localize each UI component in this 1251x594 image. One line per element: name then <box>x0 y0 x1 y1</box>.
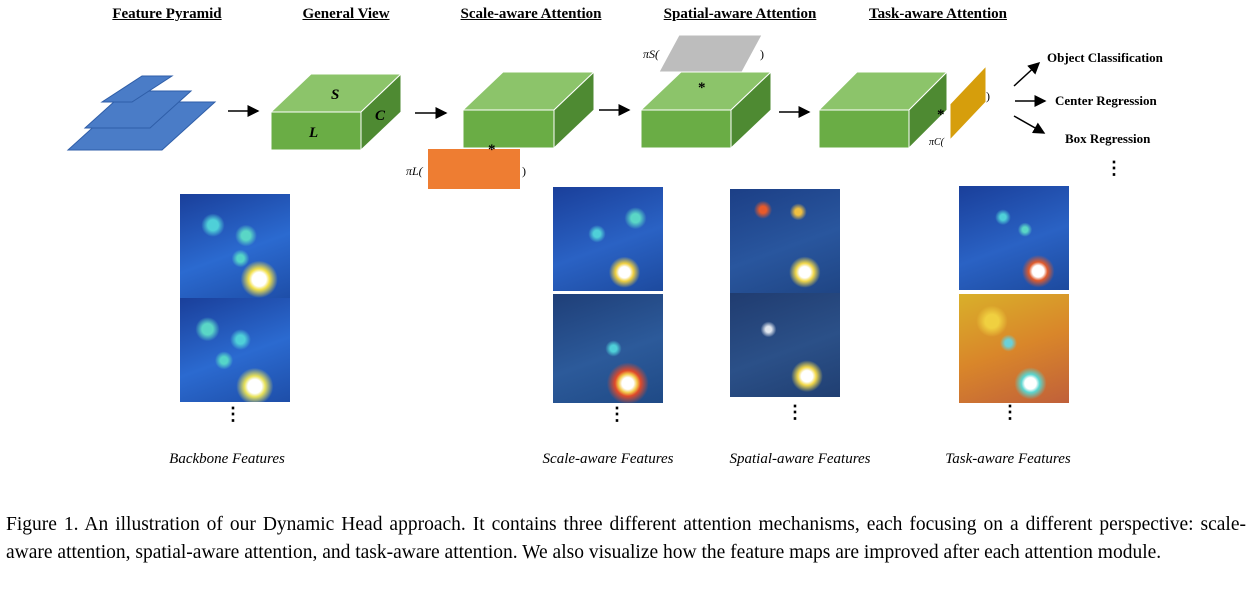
task-aware-cube <box>817 70 949 150</box>
scale-attention-block <box>428 149 520 189</box>
output-box-regression: Box Regression <box>1065 131 1151 146</box>
heading-task-aware-attention: Task-aware Attention <box>869 6 1007 22</box>
spatial-more-dots: ⋮ <box>786 402 804 422</box>
caption-scale-aware-features: Scale-aware Features <box>542 451 674 467</box>
output-center-regression: Center Regression <box>1055 93 1157 108</box>
heading-spatial-aware-attention: Spatial-aware Attention <box>663 6 817 22</box>
pi-s-label: πS( <box>643 47 660 61</box>
heading-scale-aware-attention: Scale-aware Attention <box>460 6 602 22</box>
task-feature-map-1 <box>959 186 1069 290</box>
task-more-dots: ⋮ <box>1001 402 1019 422</box>
task-attention-star: * <box>937 107 945 123</box>
pi-c-close-paren: ) <box>986 89 990 103</box>
feature-pyramid-graphic <box>66 75 217 151</box>
scale-more-dots: ⋮ <box>608 404 626 424</box>
spatial-attention-plane <box>658 34 763 73</box>
output-object-classification: Object Classification <box>1047 50 1163 65</box>
task-attention-plane <box>949 64 987 142</box>
heading-general-view: General View <box>302 6 390 22</box>
cube-label-s: S <box>331 87 339 103</box>
spatial-attention-star: * <box>698 80 706 96</box>
backbone-feature-map-2 <box>180 298 290 402</box>
output-more-dots: ⋮ <box>1105 158 1123 178</box>
heading-feature-pyramid: Feature Pyramid <box>112 6 222 22</box>
backbone-more-dots: ⋮ <box>224 404 242 424</box>
backbone-feature-map-1 <box>180 194 290 298</box>
caption-task-aware-features: Task-aware Features <box>945 451 1071 467</box>
arrow-to-box-regression <box>1013 115 1046 134</box>
spatial-aware-cube <box>639 70 773 150</box>
pi-s-close-paren: ) <box>760 47 764 61</box>
pi-c-label: πC( <box>929 137 945 148</box>
cube-label-l: L <box>308 125 318 141</box>
caption-backbone-features: Backbone Features <box>169 451 285 467</box>
pyramid-level-2 <box>83 90 193 129</box>
pi-l-close-paren: ) <box>522 164 526 178</box>
caption-spatial-aware-features: Spatial-aware Features <box>729 451 871 467</box>
scale-attention-star: * <box>488 142 496 158</box>
arrow-to-classification <box>1013 61 1041 87</box>
scale-feature-map-1 <box>553 187 663 291</box>
scale-feature-map-2 <box>553 294 663 403</box>
general-view-cube <box>269 72 403 152</box>
spatial-feature-map-1 <box>730 189 840 293</box>
figure-caption: Figure 1. An illustration of our Dynamic… <box>6 514 1246 563</box>
pyramid-level-1 <box>100 75 174 103</box>
scale-aware-cube <box>461 70 596 150</box>
pi-l-label: πL( <box>406 164 424 178</box>
task-feature-map-2 <box>959 294 1069 403</box>
cube-label-c: C <box>375 108 386 124</box>
spatial-feature-map-2 <box>730 293 840 397</box>
